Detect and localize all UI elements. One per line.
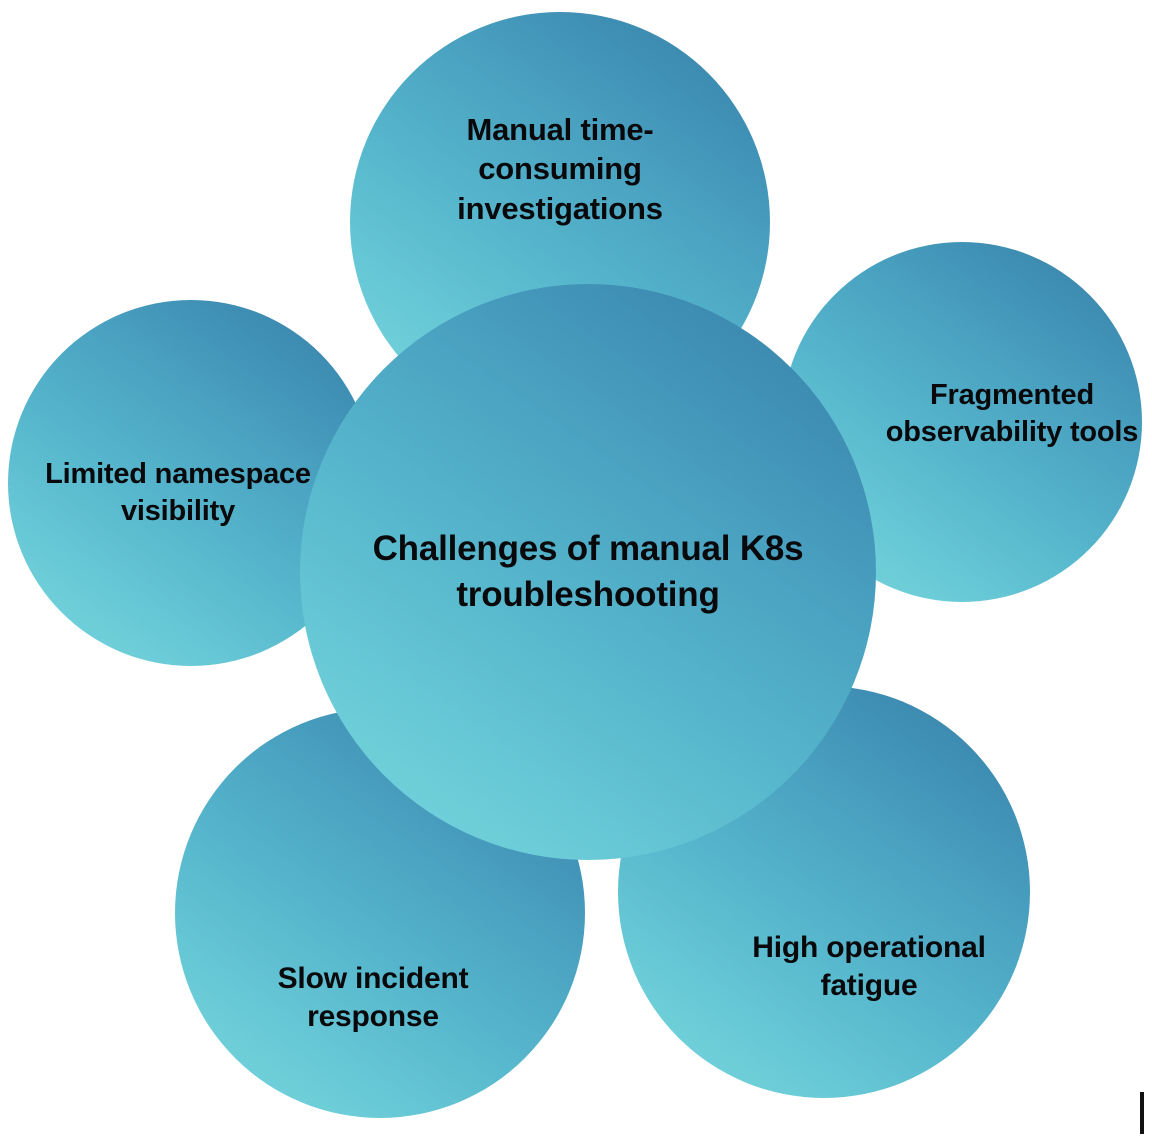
bubble-label-right: Fragmented observability tools xyxy=(885,379,1139,448)
bubble-label-center: Challenges of manual K8s troubleshooting xyxy=(372,528,804,614)
text-caret xyxy=(1140,1092,1144,1134)
bubble-label-top: Manual time-consuming investigations xyxy=(457,112,663,226)
bubble-label-left: Limited namespace visibility xyxy=(45,458,311,527)
bubble-label-bottom-left: Slow incident response xyxy=(277,962,469,1033)
bubble-center-challenges-of-manual-k8s-troubleshooting[interactable]: Challenges of manual K8s troubleshooting xyxy=(300,284,876,860)
bubble-label-bottom-right: High operational fatigue xyxy=(752,931,986,1002)
